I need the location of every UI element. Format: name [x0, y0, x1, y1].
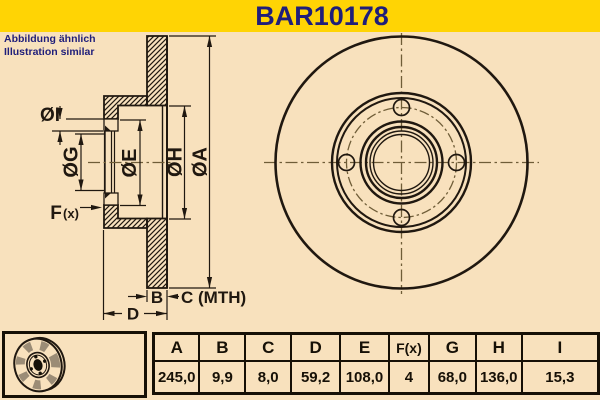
- dim-label-a: ØA: [190, 147, 212, 177]
- value-b: 9,9: [198, 360, 247, 395]
- header-a: A: [152, 332, 201, 362]
- hub-ring-circle: [359, 120, 444, 205]
- header-e: E: [339, 332, 390, 362]
- hat-inner-circle: [336, 97, 467, 228]
- dimension-table: A B C D E F(x) G H I 245,0 9,9 8,0 59,2 …: [152, 332, 600, 395]
- dim-label-d: D: [127, 305, 139, 324]
- dim-label-b: B: [151, 288, 163, 307]
- value-i: 15,3: [520, 360, 600, 395]
- dim-label-e: ØE: [119, 149, 141, 178]
- value-f: 4: [387, 360, 430, 395]
- header-d: D: [290, 332, 342, 362]
- front-view: [264, 33, 539, 294]
- bolt-circle-dashed: [345, 106, 458, 219]
- header-b: B: [198, 332, 247, 362]
- dim-label-i: ØI: [40, 105, 60, 126]
- disc-section-top: [146, 35, 168, 107]
- dim-label-f: F: [50, 203, 62, 224]
- title-banner: BAR10178: [0, 0, 600, 32]
- dim-label-g: ØG: [61, 146, 83, 177]
- header-i: I: [520, 332, 600, 362]
- similarity-note: Abbildung ähnlich Illustration similar: [4, 33, 96, 59]
- value-a: 245,0: [152, 360, 201, 395]
- hat-flange-top: [103, 95, 148, 120]
- bolt-hole-left: [337, 153, 356, 172]
- bolt-hole-bottom: [392, 208, 411, 227]
- header-c: C: [244, 332, 293, 362]
- note-line-de: Abbildung ähnlich: [4, 33, 96, 45]
- header-g: G: [427, 332, 477, 362]
- center-bore-circle: [372, 133, 431, 192]
- dimension-labels: ØI ØG ØE ØH ØA F (x) B C (MTH) D: [40, 105, 246, 324]
- value-c: 8,0: [244, 360, 293, 395]
- note-line-en: Illustration similar: [4, 46, 95, 58]
- outer-diameter-circle: [274, 35, 529, 290]
- header-f: F(x): [387, 332, 430, 362]
- value-g: 68,0: [427, 360, 477, 395]
- value-d: 59,2: [290, 360, 342, 395]
- dim-label-h: ØH: [165, 147, 187, 177]
- hat-outer-circle: [330, 91, 473, 234]
- brake-disc-photo-icon: [13, 336, 66, 393]
- dim-label-f-suffix: (x): [63, 206, 79, 221]
- cross-section-view: [88, 35, 172, 289]
- hat-flange-bottom: [103, 204, 148, 229]
- value-h: 136,0: [474, 360, 523, 395]
- dimension-annotations: [52, 35, 216, 320]
- table-value-row: 245,0 9,9 8,0 59,2 108,0 4 68,0 136,0 15…: [152, 360, 600, 395]
- page-title: BAR10178: [255, 1, 389, 31]
- brake-disc-thumbnail: [2, 331, 147, 398]
- center-bore-outer-circle: [364, 125, 439, 200]
- disc-section-bottom: [146, 217, 168, 289]
- bolt-hole-right: [447, 153, 466, 172]
- header-h: H: [474, 332, 523, 362]
- table-header-row: A B C D E F(x) G H I: [152, 332, 600, 362]
- center-bore-chamfer-circle: [369, 130, 434, 195]
- value-e: 108,0: [339, 360, 390, 395]
- bolt-hole-top: [392, 98, 411, 117]
- dim-label-c: C (MTH): [181, 288, 246, 307]
